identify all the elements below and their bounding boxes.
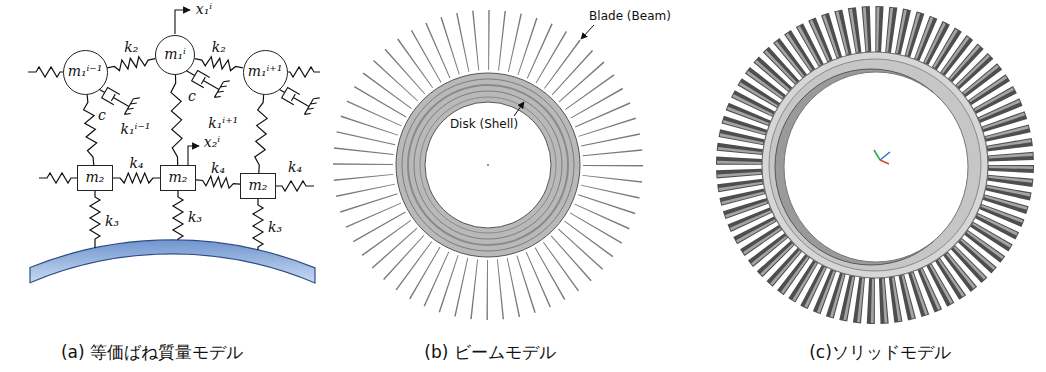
mass-name: m₂	[249, 178, 268, 193]
spring-label: k₄	[211, 161, 225, 176]
spring-connector	[255, 94, 267, 173]
mass-block: m₂	[77, 165, 113, 191]
spring-label: k₃	[105, 214, 119, 229]
mass-circle: m₁ⁱ⁻¹	[63, 50, 108, 95]
static-springs	[28, 67, 320, 250]
mass-circle: m₁ⁱ⁺¹	[243, 50, 288, 95]
solid-model	[739, 29, 1011, 301]
ground-arc	[30, 240, 315, 283]
spring-label: k₂	[212, 40, 226, 55]
spring-connector	[196, 176, 240, 188]
part-label: Disk (Shell)	[448, 118, 520, 131]
panel-caption: (b) ビームモデル	[424, 343, 555, 362]
spring-label: k₃	[268, 220, 282, 235]
spring-label: k₄	[129, 156, 143, 171]
mass-circle: m₁ⁱ	[155, 35, 195, 75]
spring-connector	[195, 57, 243, 71]
mass-name: m₁ⁱ⁻¹	[68, 64, 103, 79]
mass-name: m₁ⁱ⁺¹	[248, 64, 283, 79]
spring-connector	[107, 57, 155, 71]
spring-label: k₂	[124, 40, 138, 55]
displacement-arrow	[175, 10, 190, 34]
mass-block: m₂	[240, 173, 276, 199]
mass-name: m₁ⁱ	[164, 47, 186, 62]
spring-label: k₁ⁱ⁺¹	[208, 116, 238, 131]
spring-label: k₁ⁱ⁻¹	[120, 122, 150, 137]
mass-name: m₂	[169, 170, 188, 185]
displacement-arrow	[188, 146, 199, 165]
leader-line	[581, 25, 594, 39]
spring-connector	[113, 173, 160, 183]
spring-label: k₃	[188, 210, 202, 225]
panel-caption: (c)ソリッドモデル	[809, 343, 951, 362]
mass-block: m₂	[160, 165, 196, 191]
beam-model	[363, 25, 613, 290]
damping-label: c	[188, 89, 196, 104]
part-label: Blade (Beam)	[589, 10, 671, 23]
damping-label: c	[98, 108, 106, 123]
panel-caption: (a) 等価ばね質量モデル	[61, 343, 243, 362]
displacement-label: x₁ⁱ	[196, 2, 212, 17]
spring-connector	[171, 75, 182, 165]
mass-name: m₂	[86, 170, 105, 185]
leader-line	[514, 102, 524, 116]
spring-connector	[84, 94, 97, 165]
spring-label: k₄	[288, 160, 302, 175]
displacement-label: x₂ⁱ	[204, 135, 220, 150]
